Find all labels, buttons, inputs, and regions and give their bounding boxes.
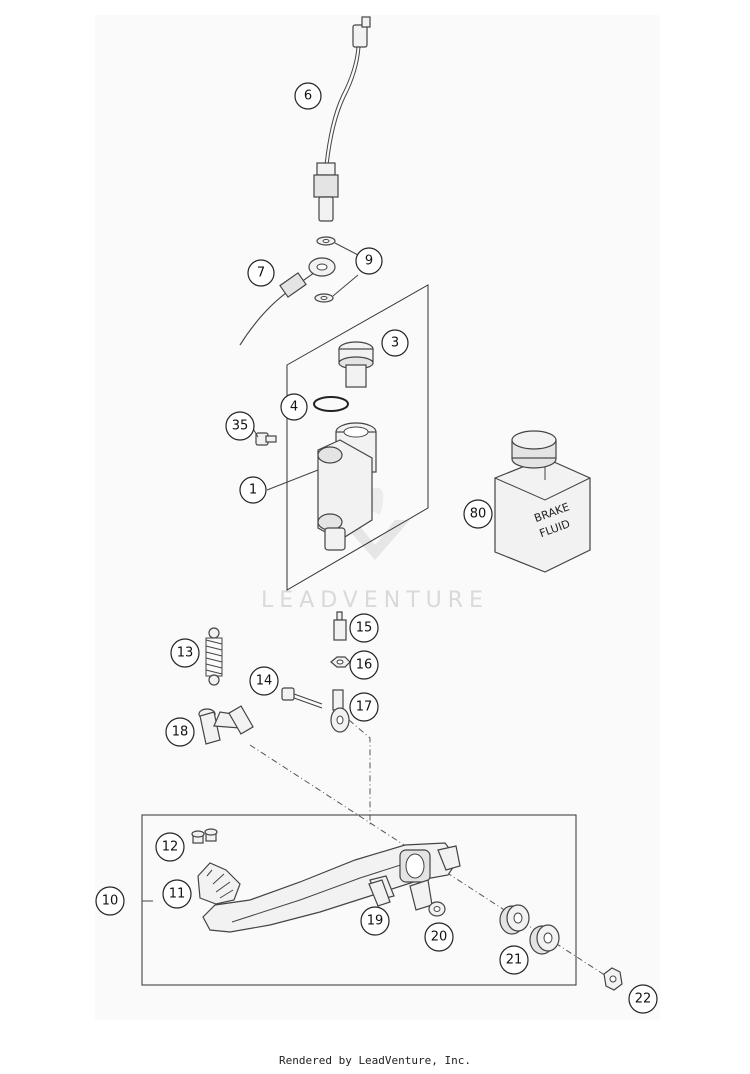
part-master-cylinder[interactable]	[317, 422, 377, 551]
svg-text:6: 6	[304, 89, 312, 104]
svg-text:21: 21	[506, 953, 523, 968]
part-pedal-pin[interactable]	[368, 879, 391, 907]
svg-text:19: 19	[367, 914, 384, 929]
callout-19[interactable]: 19	[360, 906, 390, 936]
callout-20[interactable]: 20	[424, 922, 454, 952]
svg-text:12: 12	[162, 840, 179, 855]
callout-80[interactable]: 80	[463, 499, 493, 529]
callout-22[interactable]: 22	[628, 984, 658, 1014]
callout-1[interactable]: 1	[239, 476, 267, 504]
callout-6[interactable]: 6	[294, 82, 322, 110]
callout-16[interactable]: 16	[349, 650, 379, 680]
svg-text:20: 20	[431, 930, 448, 945]
svg-text:35: 35	[232, 419, 249, 434]
svg-text:22: 22	[635, 992, 652, 1007]
part-bearing-1[interactable]	[499, 904, 530, 935]
svg-text:80: 80	[470, 507, 487, 522]
part-piston-rod[interactable]	[333, 611, 347, 641]
svg-text:11: 11	[169, 887, 186, 902]
part-washer-small[interactable]	[428, 901, 446, 917]
part-pedal-step[interactable]	[197, 862, 241, 905]
part-return-spring[interactable]	[205, 627, 223, 686]
svg-text:7: 7	[257, 266, 265, 281]
callout-14[interactable]: 14	[249, 666, 279, 696]
callout-12[interactable]: 12	[155, 832, 185, 862]
part-washers[interactable]	[314, 236, 336, 303]
svg-text:9: 9	[365, 254, 373, 269]
callout-3[interactable]: 3	[381, 329, 409, 357]
watermark-text: LEADVENTURE	[261, 588, 489, 613]
svg-text:1: 1	[249, 483, 257, 498]
callout-17[interactable]: 17	[349, 692, 379, 722]
part-bleeder-screw[interactable]	[255, 432, 277, 446]
callout-9[interactable]: 9	[355, 247, 383, 275]
svg-text:13: 13	[177, 646, 194, 661]
part-bushing[interactable]	[603, 967, 623, 991]
svg-text:4: 4	[290, 400, 298, 415]
callout-11[interactable]: 11	[162, 879, 192, 909]
svg-text:17: 17	[356, 700, 373, 715]
part-bolt[interactable]	[281, 687, 323, 709]
part-brake-pedal[interactable]	[202, 842, 461, 933]
part-brake-fluid-bottle[interactable]	[494, 430, 591, 573]
svg-text:10: 10	[102, 894, 119, 909]
svg-text:18: 18	[172, 725, 189, 740]
svg-text:16: 16	[356, 658, 373, 673]
svg-text:14: 14	[256, 674, 273, 689]
part-pivot-bolt[interactable]	[198, 705, 254, 745]
callout-7[interactable]: 7	[247, 259, 275, 287]
callout-21[interactable]: 21	[499, 945, 529, 975]
callout-18[interactable]: 18	[165, 717, 195, 747]
svg-text:15: 15	[356, 621, 373, 636]
part-brake-hose[interactable]	[239, 257, 336, 346]
footer-credit: Rendered by LeadVenture, Inc.	[278, 1054, 472, 1067]
part-brake-light-switch[interactable]	[313, 16, 371, 222]
callout-4[interactable]: 4	[280, 393, 308, 421]
part-o-ring[interactable]	[313, 396, 349, 412]
svg-text:3: 3	[391, 336, 399, 351]
part-bearing-2[interactable]	[529, 924, 560, 955]
callout-13[interactable]: 13	[170, 638, 200, 668]
master-cylinder-group-frame	[286, 284, 429, 591]
part-clevis[interactable]	[330, 689, 350, 733]
callout-35[interactable]: 35	[225, 411, 255, 441]
part-plugs[interactable]	[191, 828, 218, 844]
part-reservoir-cap[interactable]	[338, 341, 374, 388]
callout-10[interactable]: 10	[95, 886, 125, 916]
callout-15[interactable]: 15	[349, 613, 379, 643]
brake-pedal-group-frame	[141, 814, 577, 986]
